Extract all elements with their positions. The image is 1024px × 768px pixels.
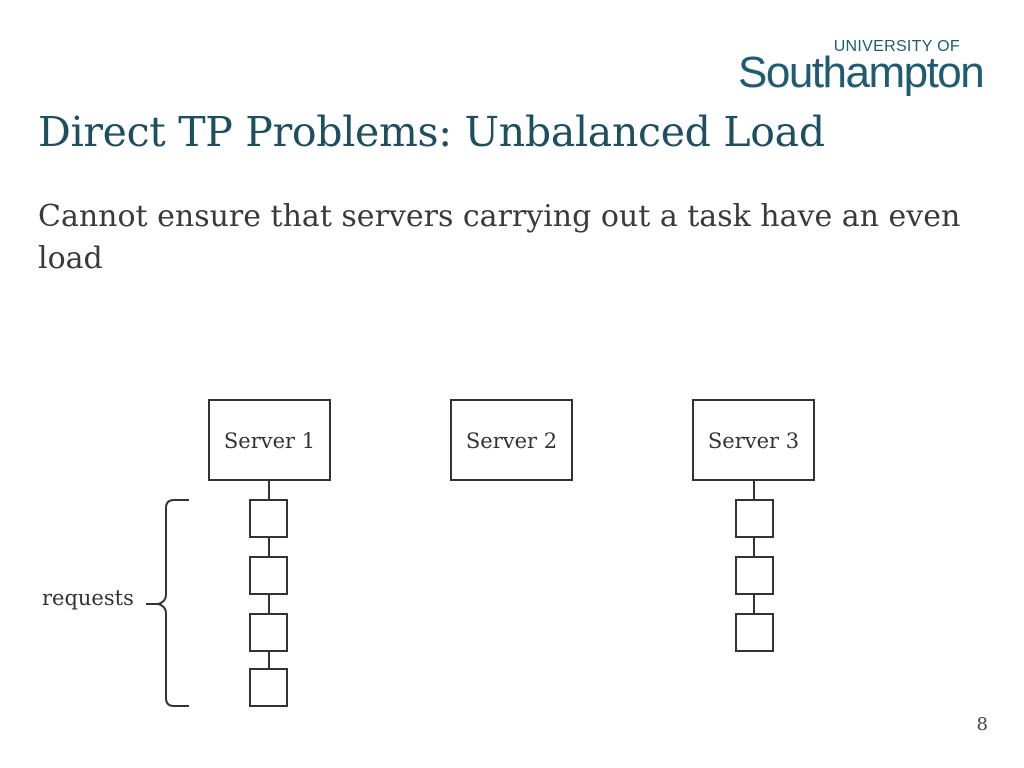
server-1-request-2 xyxy=(249,556,288,595)
server-1-request-4 xyxy=(249,668,288,707)
slide-title: Direct TP Problems: Unbalanced Load xyxy=(38,108,825,156)
server-3: Server 3 xyxy=(692,399,815,481)
server-2: Server 2 xyxy=(450,399,573,481)
university-logo: UNIVERSITY OF Southampton xyxy=(738,36,988,98)
server-3-label: Server 3 xyxy=(708,429,799,453)
server-1-label: Server 1 xyxy=(224,429,315,453)
server-1-request-1 xyxy=(249,499,288,538)
slide-body-text: Cannot ensure that servers carrying out … xyxy=(38,199,961,276)
server-3-request-3 xyxy=(735,613,774,652)
server-1-request-queue xyxy=(249,480,288,707)
server-3-request-2 xyxy=(735,556,774,595)
server-1: Server 1 xyxy=(208,399,331,481)
requests-brace xyxy=(146,499,189,707)
requests-label: requests xyxy=(42,586,134,610)
logo-line-university-of: UNIVERSITY OF xyxy=(833,38,960,55)
logo-line-southampton: Southampton xyxy=(738,48,985,97)
server-3-request-queue xyxy=(735,480,774,652)
server-3-request-1 xyxy=(735,499,774,538)
page-number: 8 xyxy=(976,714,988,735)
server-1-request-3 xyxy=(249,613,288,652)
server-2-label: Server 2 xyxy=(466,429,557,453)
